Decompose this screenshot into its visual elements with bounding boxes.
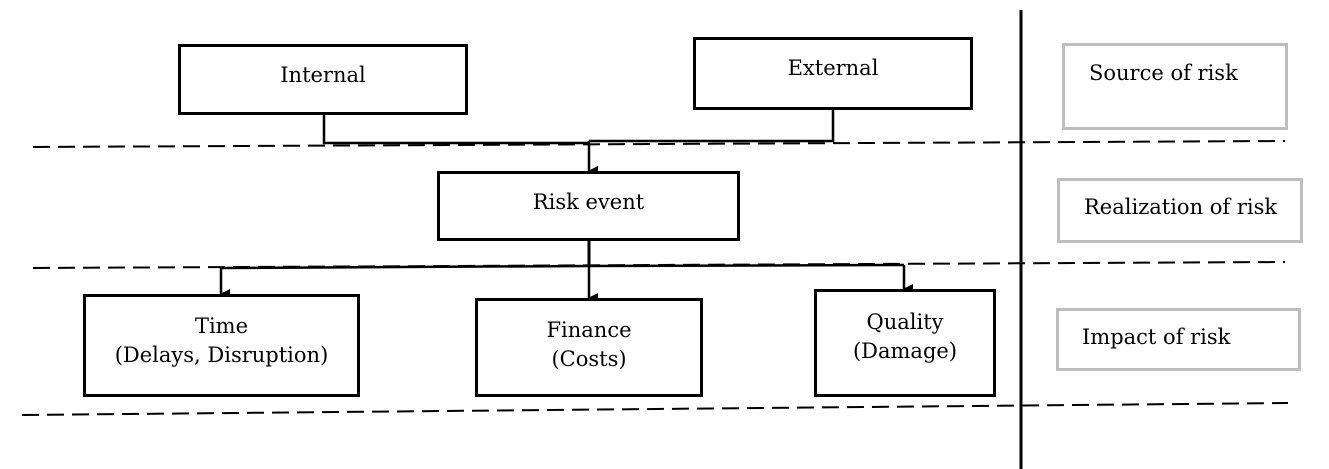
node-time: Time (Delays, Disruption) bbox=[83, 294, 360, 397]
node-finance: Finance (Costs) bbox=[475, 298, 703, 397]
stage-label-impact: Impact of risk bbox=[1056, 308, 1301, 371]
node-external-label: External bbox=[787, 56, 879, 80]
connector-internal bbox=[322, 114, 589, 145]
node-internal: Internal bbox=[178, 44, 468, 115]
connector-external bbox=[589, 109, 835, 143]
node-time-title: Time bbox=[194, 314, 249, 338]
node-risk-event-label: Risk event bbox=[532, 190, 645, 214]
node-external: External bbox=[693, 37, 973, 110]
separator-line-top bbox=[32, 140, 1286, 148]
stage-label-realization-text: Realization of risk bbox=[1084, 195, 1278, 219]
node-quality-title: Quality bbox=[866, 310, 944, 334]
node-risk-event: Risk event bbox=[437, 171, 740, 241]
stage-label-source: Source of risk bbox=[1062, 43, 1288, 130]
separator-line-bottom bbox=[21, 402, 1289, 416]
stage-label-impact-text: Impact of risk bbox=[1082, 325, 1231, 349]
node-internal-label: Internal bbox=[280, 63, 366, 87]
stage-label-realization: Realization of risk bbox=[1057, 178, 1303, 243]
node-quality: Quality (Damage) bbox=[814, 289, 996, 397]
node-time-detail: (Delays, Disruption) bbox=[114, 343, 329, 367]
node-finance-detail: (Costs) bbox=[551, 347, 627, 371]
connector-impact-bus bbox=[220, 263, 905, 270]
node-finance-title: Finance bbox=[546, 318, 632, 342]
node-quality-detail: (Damage) bbox=[852, 339, 958, 363]
stage-label-source-text: Source of risk bbox=[1089, 61, 1238, 85]
